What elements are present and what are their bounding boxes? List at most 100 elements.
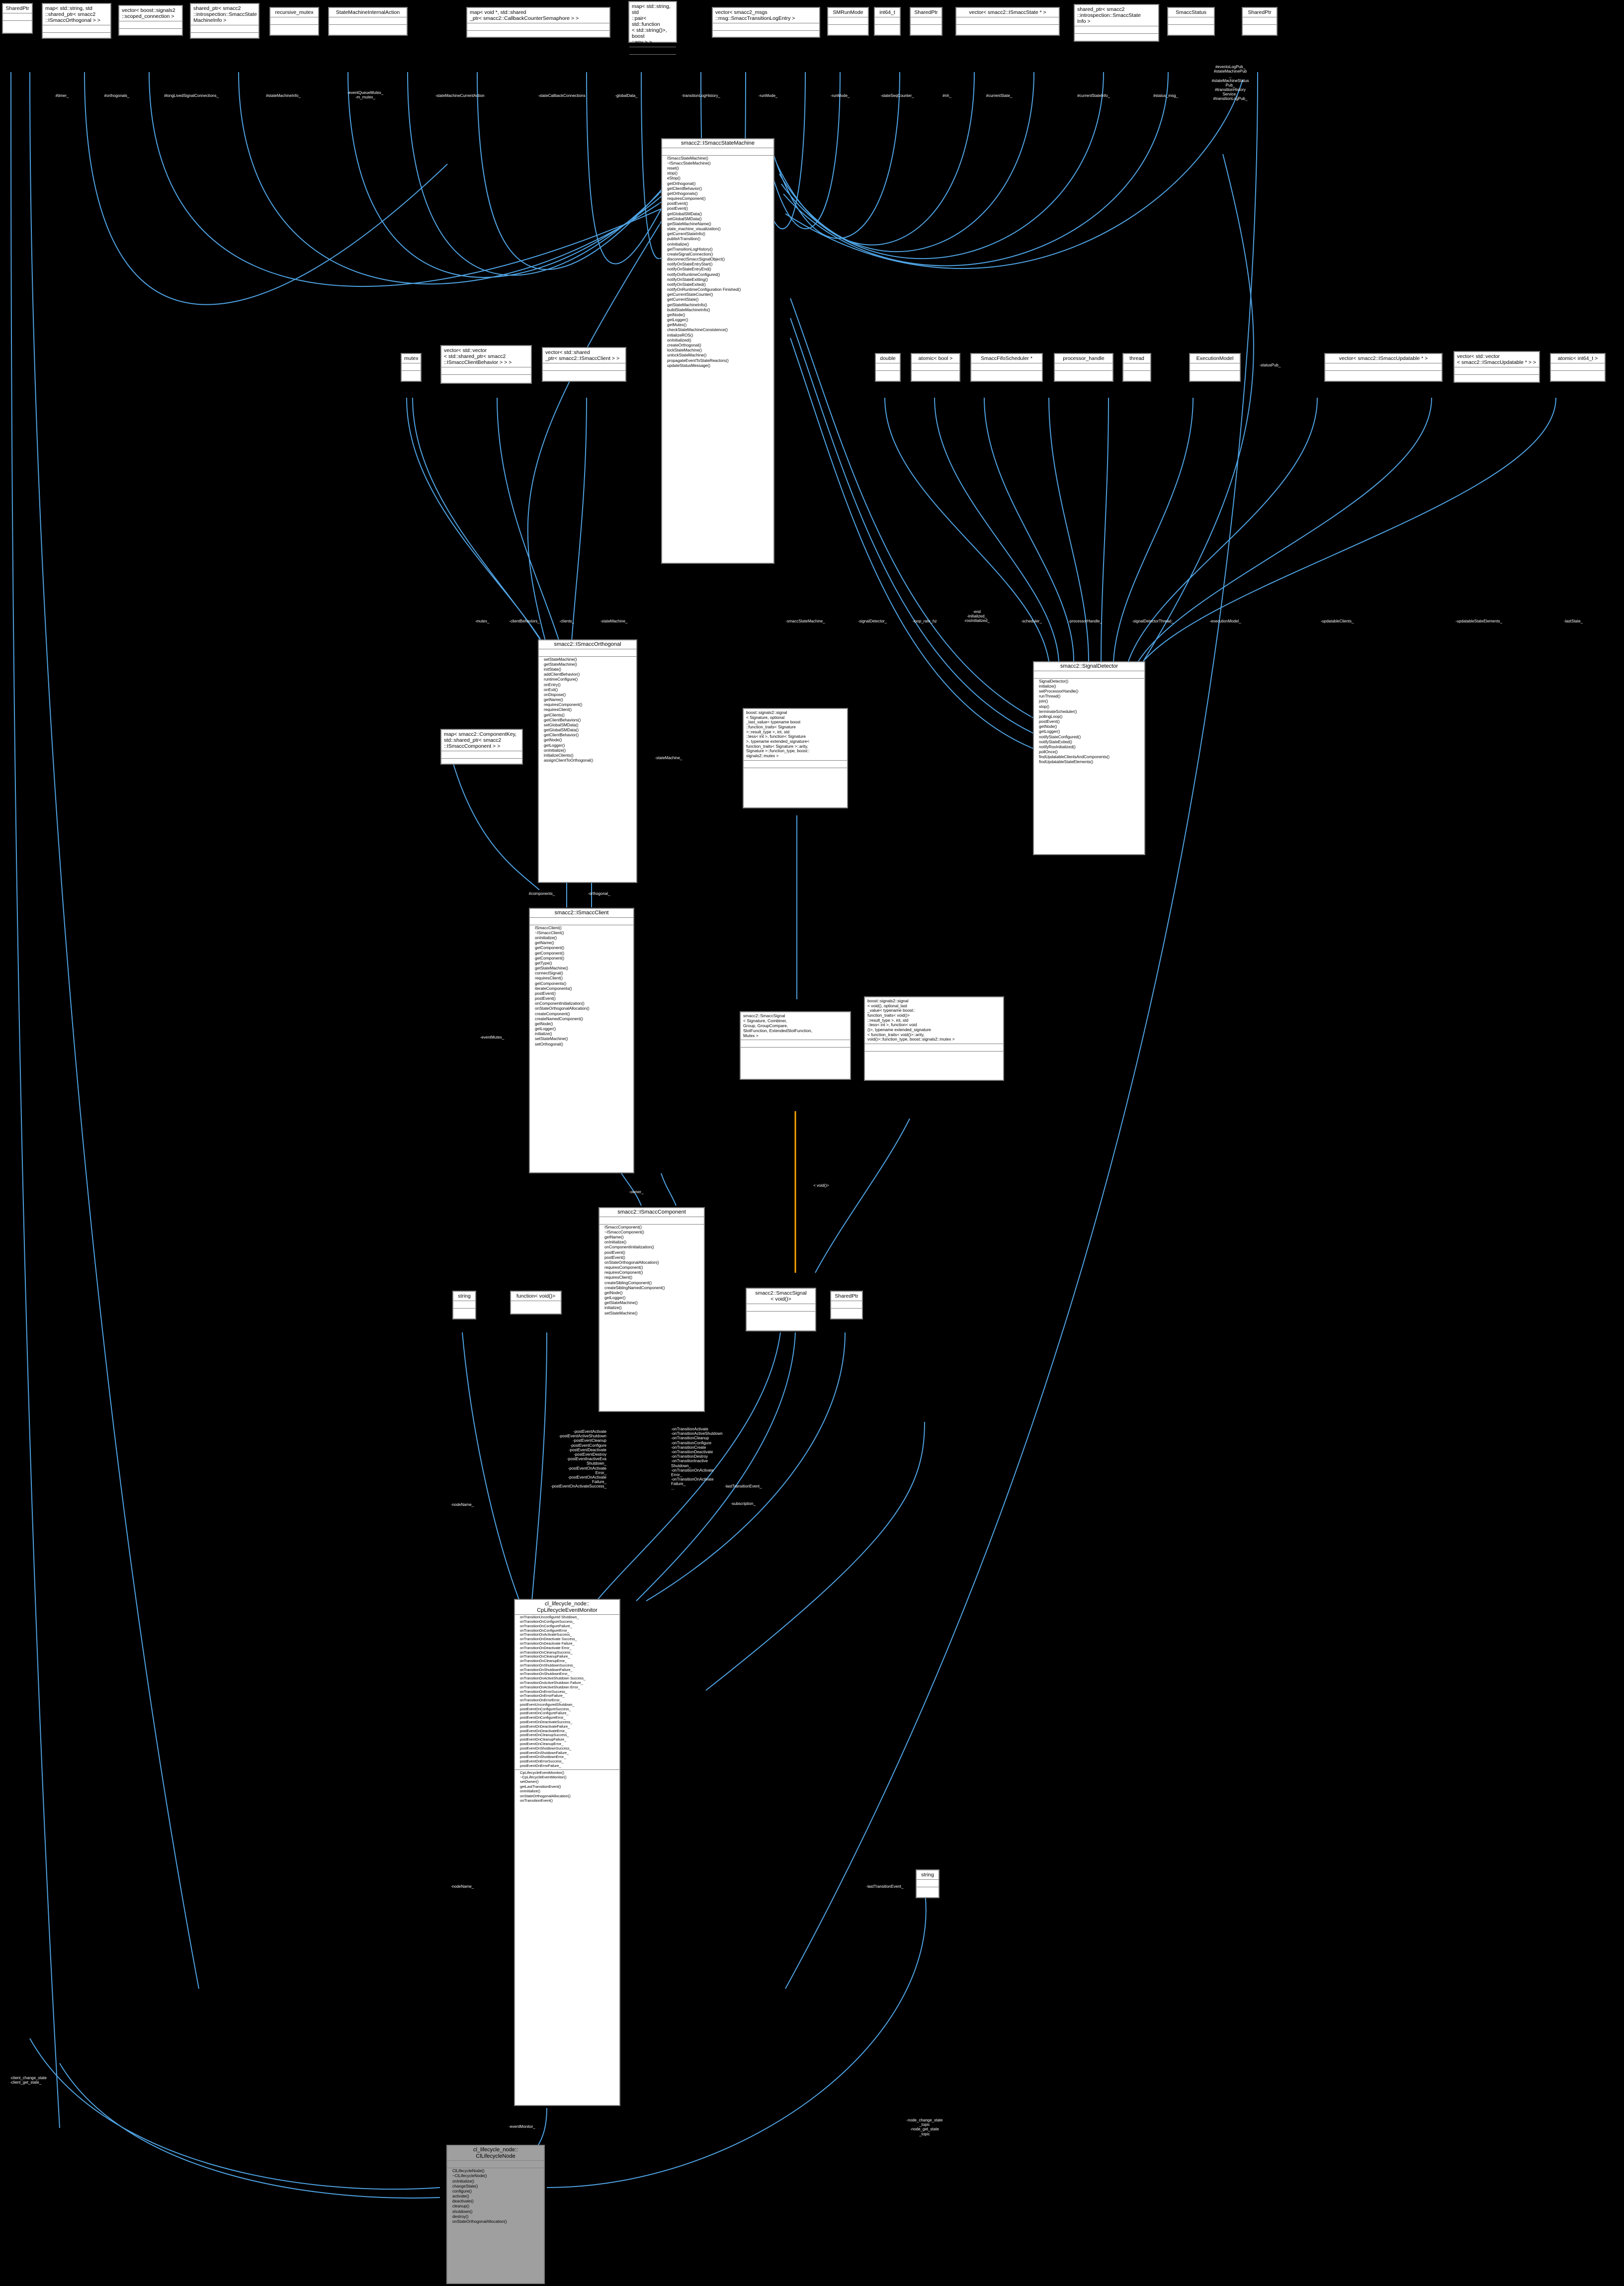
class-node[interactable]: vector< smacc2_msgs ::msg::SmaccTransiti… [712, 7, 820, 38]
operations-band [119, 28, 182, 36]
class-node[interactable]: function< void()> [510, 1291, 562, 1315]
class-node[interactable]: map< void *, std::shared _ptr< smacc2::C… [466, 7, 610, 38]
class-node-cplifecycleeventmonitor[interactable]: cl_lifecycle_node:: CpLifecycleEventMoni… [512, 1599, 620, 2106]
member-name: getStateMachine() [604, 1301, 638, 1306]
class-member: -initialize() [596, 1306, 702, 1311]
class-member: +getNode() [535, 738, 635, 743]
class-member: +getName() [596, 1235, 702, 1240]
node-title: vector< std::vector < std::shared_ptr< s… [444, 348, 512, 366]
attributes-band [912, 363, 959, 370]
member-name: onTransitionOnDeactivate Failure_ [520, 1641, 575, 1646]
attributes-band [511, 1301, 561, 1308]
class-node[interactable]: atomic< int64_t > [1550, 353, 1606, 382]
class-node[interactable]: SmaccFifoScheduler * [970, 353, 1043, 382]
class-node[interactable]: int64_t [874, 7, 901, 36]
attributes-band [530, 917, 633, 925]
visibility-marker: + [1030, 699, 1033, 704]
class-node-ismaccorthogonal[interactable]: smacc2::ISmaccOrthogonal +setStateMachin… [535, 639, 637, 883]
visibility-marker: + [526, 951, 529, 956]
class-node[interactable]: map< smacc2::ComponentKey, std::shared_p… [440, 729, 523, 765]
member-name: postEvent() [667, 201, 688, 206]
class-node-cllifecyclenode[interactable]: cl_lifecycle_node:: ClLifecycleNode +ClL… [444, 2145, 545, 2284]
class-node[interactable]: map< std::string, std ::pair< std::funct… [628, 1, 677, 55]
class-node[interactable]: map< std::string, std ::shared_ptr< smac… [42, 3, 111, 39]
class-node[interactable]: vector< boost::signals2 ::scoped_connect… [118, 5, 183, 36]
member-name: runThread() [1039, 694, 1061, 699]
class-member: -updateStatusMessage() [659, 363, 772, 368]
class-node-ismacccomponent[interactable]: smacc2::ISmaccComponent +ISmaccComponent… [596, 1207, 705, 1412]
class-node[interactable]: StateMachineInternalAction [328, 7, 408, 36]
attributes-band [402, 363, 421, 370]
class-node[interactable]: ExecutionModel [1189, 353, 1241, 382]
visibility-marker: + [535, 667, 538, 672]
class-member: #requiresComponent() [596, 1265, 702, 1270]
class-member: +ISmaccComponent() [596, 1225, 702, 1230]
class-node[interactable]: shared_ptr< smacc2 ::introspection::Smac… [1074, 4, 1159, 42]
class-node[interactable]: vector< smacc2::ISmaccState * > [955, 7, 1060, 36]
class-node[interactable]: vector< smacc2::ISmaccUpdatable * > [1324, 353, 1443, 382]
class-node[interactable]: atomic< bool > [911, 353, 960, 382]
member-name: deactivate() [452, 2199, 474, 2204]
operations-band [831, 1308, 862, 1316]
visibility-marker: + [659, 287, 661, 292]
class-node[interactable]: recursive_mutex [269, 7, 319, 36]
visibility-marker: + [596, 1225, 598, 1230]
class-node-ismaccclient[interactable]: smacc2::ISmaccClient +ISmaccClient()+~IS… [526, 908, 634, 1173]
class-member: -postEventOnConfigureError_ [512, 1716, 618, 1720]
node-title: smacc2::SmaccSignal < void()> [755, 1290, 807, 1303]
class-member: +onTransitionOnActivateSuccess_ [512, 1633, 618, 1637]
member-name: terminateScheduler() [1039, 709, 1077, 714]
node-title: smacc2::ISmaccClient [554, 910, 609, 916]
class-node[interactable]: SharedPtr [910, 7, 942, 36]
class-member: +runtimeConfigure() [535, 677, 635, 682]
member-name: getMutex() [667, 323, 687, 328]
visibility-marker: + [1030, 744, 1033, 749]
class-node[interactable]: string [916, 1869, 940, 1898]
class-member: +getGlobalSMData() [659, 212, 772, 217]
attributes-band [1551, 363, 1605, 370]
class-member: +postEvent() [526, 996, 632, 1001]
class-node[interactable]: double [875, 353, 901, 382]
visibility-marker: + [1030, 729, 1033, 734]
node-title: vector< std::vector < smacc2::ISmaccUpda… [1457, 353, 1537, 366]
visibility-marker: + [444, 2199, 446, 2204]
class-node-smaccsignal-generic[interactable]: smacc2::SmaccSignal < Signature, Combine… [740, 1011, 851, 1080]
member-name: requiresComponent() [667, 196, 706, 201]
class-node[interactable]: SMRunMode [827, 7, 869, 36]
class-member: +onInitialize() [512, 1789, 618, 1793]
class-node[interactable]: thread [1122, 353, 1151, 382]
visibility-marker: - [1030, 755, 1032, 760]
class-node[interactable]: SharedPtr [1242, 7, 1278, 36]
class-node[interactable]: vector< std::vector < std::shared_ptr< s… [440, 345, 532, 384]
visibility-marker: + [512, 1698, 514, 1703]
class-node-signaldetector[interactable]: smacc2::SignalDetector +SignalDetector()… [1030, 661, 1145, 855]
class-node-boost-signal-void[interactable]: boost::signals2::signal < void(), option… [864, 996, 1004, 1081]
class-node[interactable]: vector< std::shared _ptr< smacc2::ISmacc… [542, 347, 626, 382]
operations-band [402, 370, 421, 378]
class-node-smaccsignal-void[interactable]: smacc2::SmaccSignal < void()> [746, 1288, 816, 1331]
visibility-marker: + [659, 272, 661, 277]
class-node[interactable]: SharedPtr [2, 3, 33, 34]
visibility-marker: + [659, 252, 661, 257]
member-name: findUpdatableStateElements() [1039, 760, 1094, 765]
class-member: +getNode() [659, 313, 772, 318]
class-node[interactable]: SmaccStatus [1167, 7, 1215, 36]
class-node-ismaccstatemachine[interactable]: smacc2::ISmaccStateMachine +ISmaccStateM… [659, 138, 774, 564]
class-node[interactable]: string [452, 1291, 476, 1319]
member-name: onDispose() [544, 692, 566, 697]
class-member: +setStateMachine() [535, 657, 635, 662]
class-member: +postEvent() [659, 206, 772, 211]
class-node[interactable]: vector< std::vector < smacc2::ISmaccUpda… [1453, 351, 1540, 383]
class-node[interactable]: mutex [401, 353, 422, 382]
member-name: initialize() [1039, 684, 1056, 689]
class-node[interactable]: SharedPtr [830, 1291, 863, 1319]
attributes-band [1123, 363, 1150, 370]
class-node-boost-signal-generic[interactable]: boost::signals2::signal < Signature, opt… [743, 708, 848, 808]
visibility-marker: + [526, 981, 529, 986]
class-node[interactable]: shared_ptr< smacc2 ::introspection::Smac… [190, 3, 259, 39]
class-node[interactable]: processor_handle [1054, 353, 1113, 382]
attributes-band [467, 23, 609, 30]
class-member: +getClientBehavior() [659, 186, 772, 191]
node-title: smacc2::ISmaccComponent [617, 1209, 686, 1215]
class-member: #assignClientToOrthogonal() [535, 758, 635, 763]
